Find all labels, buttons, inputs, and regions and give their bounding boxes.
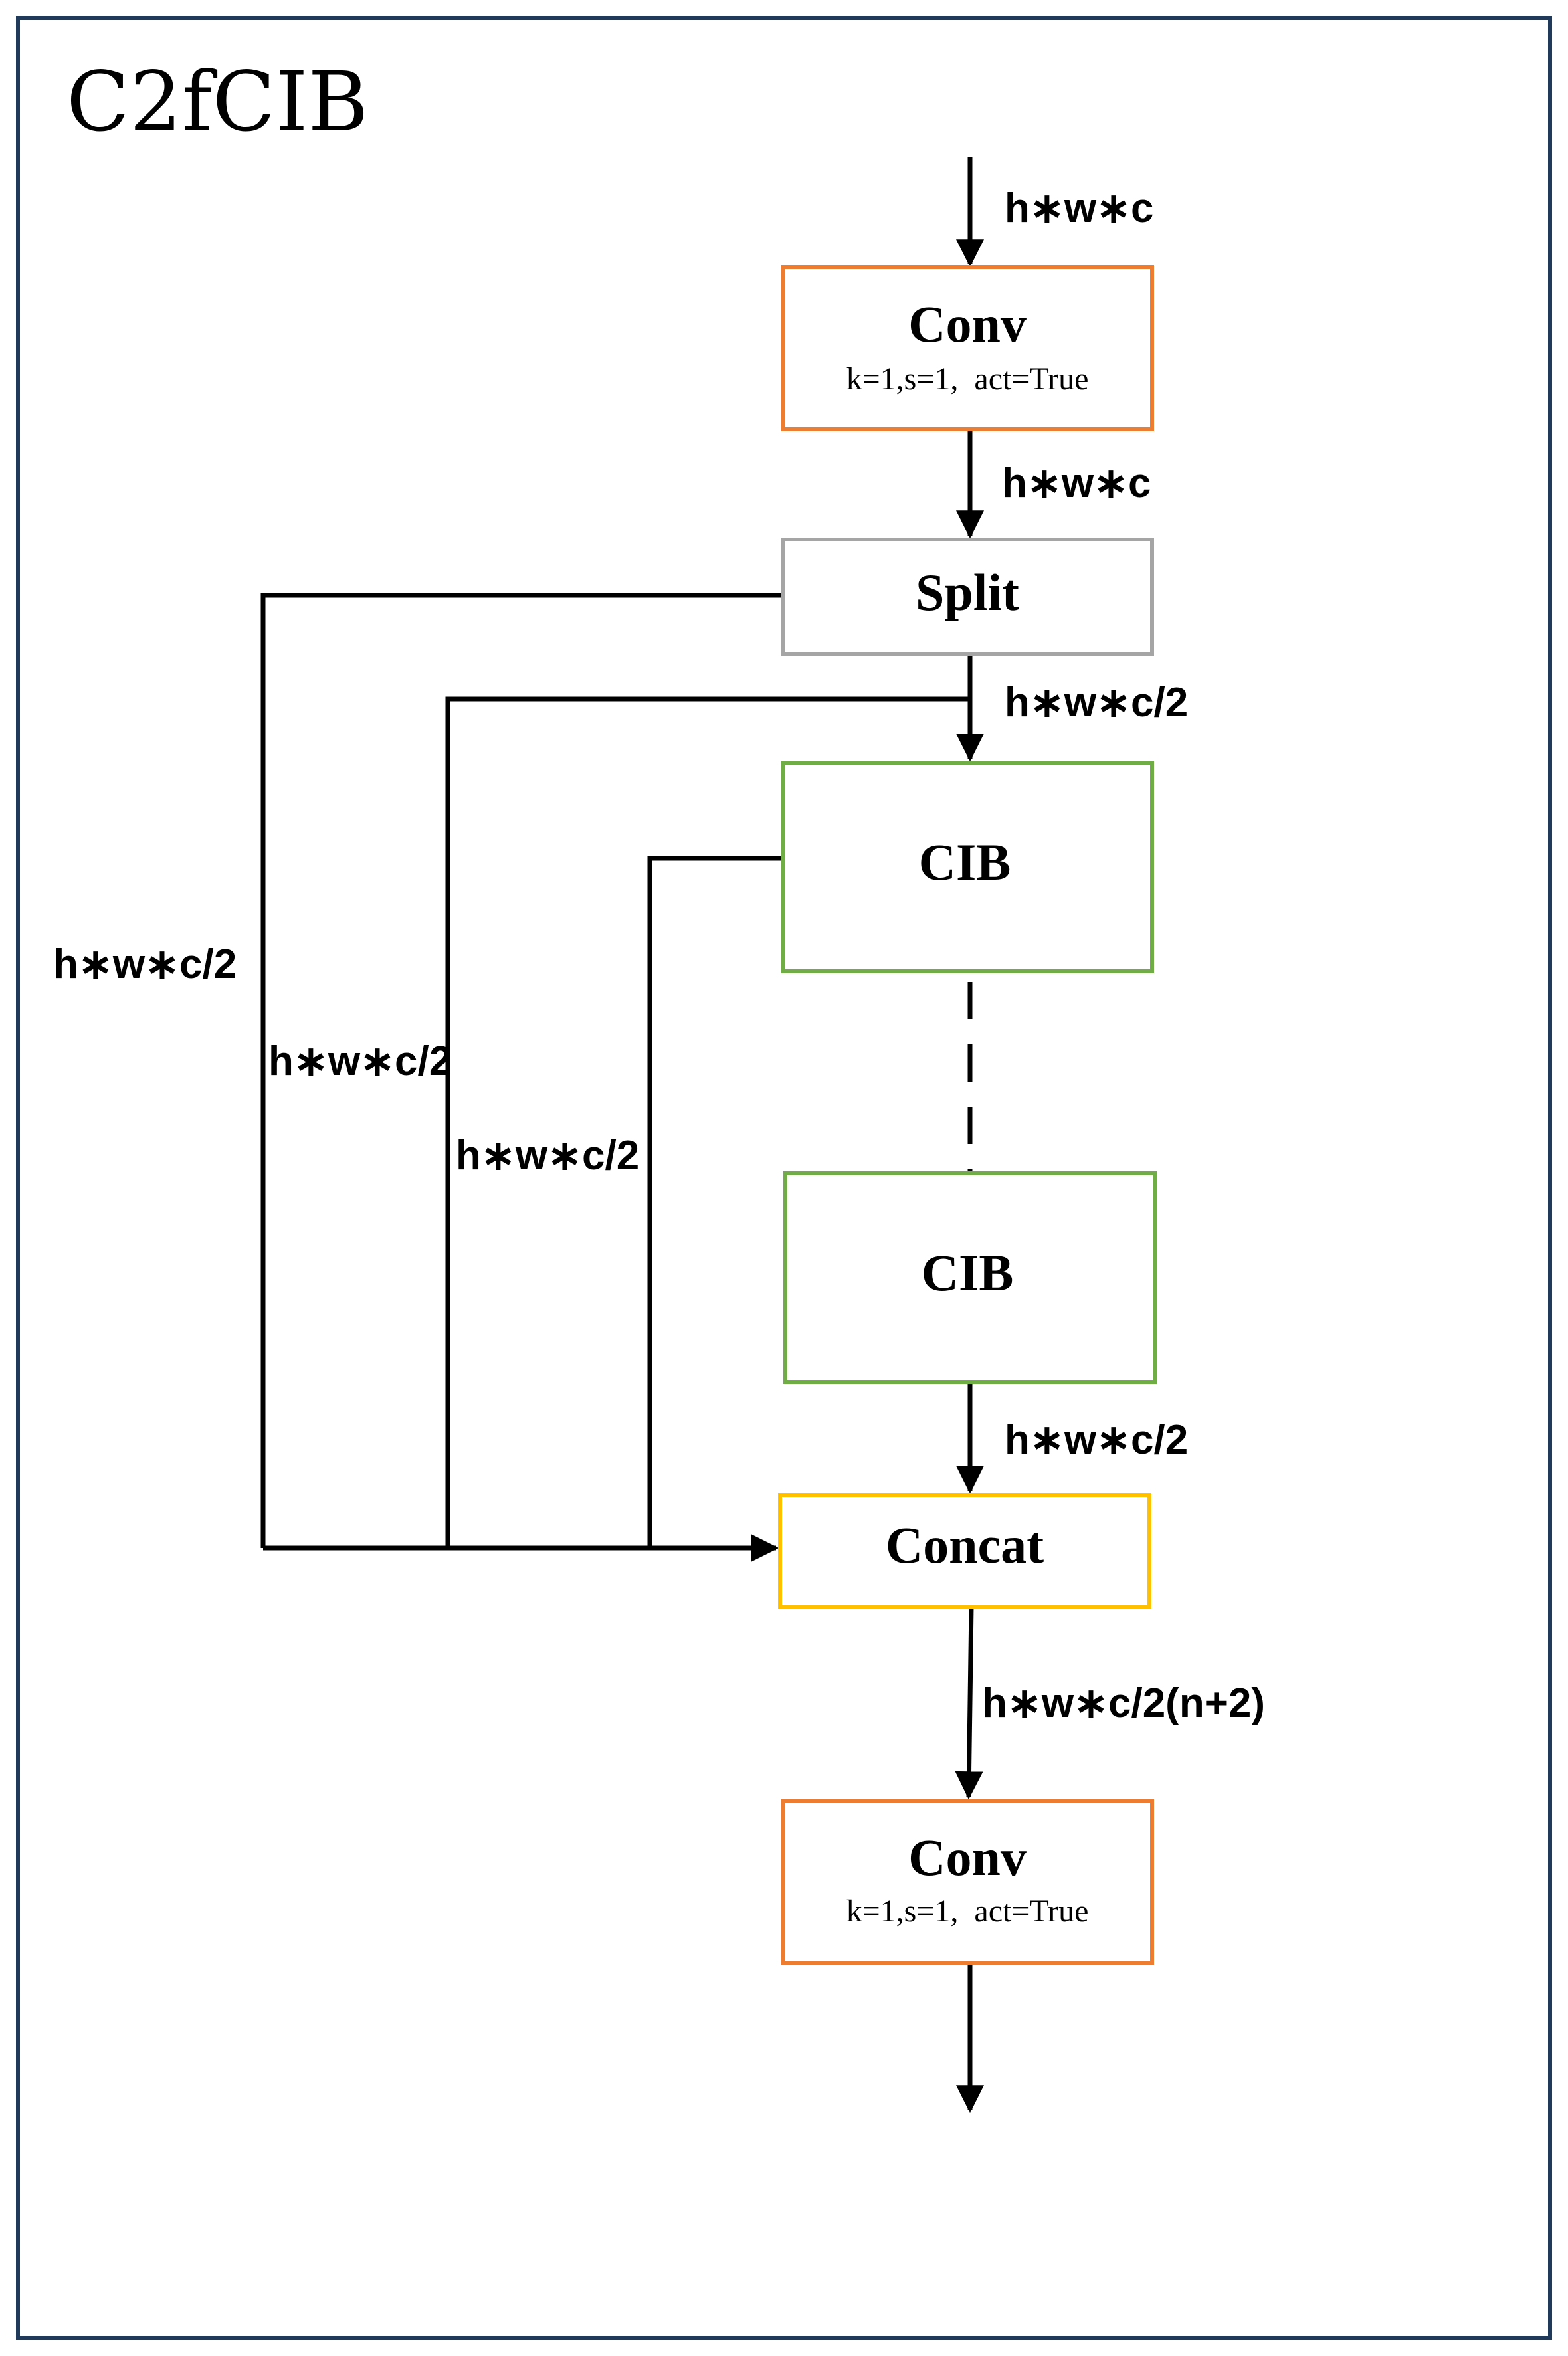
edge-label-concat-to-conv: h∗w∗c/2(n+2): [982, 1680, 1265, 1726]
cib-block-1-box: [781, 761, 1154, 973]
edge-label-cib-to-concat: h∗w∗c/2: [1005, 1417, 1188, 1463]
conv-bottom-params: k=1,s=1, act=True: [846, 1894, 1089, 1929]
edge-label-bypass-middle: h∗w∗c/2: [268, 1038, 452, 1084]
conv-bottom-label: Conv: [908, 1828, 1027, 1886]
cib-1-label: CIB: [919, 833, 1011, 891]
conv-top-params: k=1,s=1, act=True: [846, 361, 1089, 397]
conv-block-bottom[interactable]: Conv k=1,s=1, act=True: [781, 1799, 1154, 1965]
concat-label: Concat: [886, 1516, 1044, 1574]
cib-block-1[interactable]: CIB: [781, 761, 1154, 973]
concat-block[interactable]: Concat: [778, 1493, 1151, 1609]
concat-block-box: [778, 1493, 1151, 1609]
conv-top-label: Conv: [908, 295, 1027, 353]
conv-block-top-box: [781, 265, 1154, 431]
edge-label-conv-to-split: h∗w∗c: [1002, 460, 1151, 506]
split-block[interactable]: Split: [781, 538, 1154, 656]
cib-2-label: CIB: [922, 1244, 1014, 1302]
edge-label-bypass-outer: h∗w∗c/2: [53, 941, 237, 987]
bypass-outer-line: [260, 593, 783, 1548]
connectors: [260, 157, 984, 2113]
concat-to-conv-arrow: [955, 1606, 983, 1800]
conv-block-top[interactable]: Conv k=1,s=1, act=True: [781, 265, 1154, 431]
diagram-title: C2fCIB: [66, 54, 369, 150]
edge-label-input: h∗w∗c: [1005, 185, 1153, 231]
edge-label-bypass-inner: h∗w∗c/2: [456, 1133, 639, 1179]
edge-labels: h∗w∗c h∗w∗c h∗w∗c/2 h∗w∗c/2 h∗w∗c/2(n+2)…: [53, 185, 1265, 1726]
bypass-middle-line: [445, 696, 970, 1548]
edge-label-split-to-cib: h∗w∗c/2: [1005, 680, 1188, 726]
diagram-frame: [16, 16, 1552, 2340]
conv-block-bottom-box: [781, 1799, 1154, 1965]
cib-block-2-box: [783, 1171, 1157, 1384]
cib-block-2[interactable]: CIB: [783, 1171, 1157, 1384]
split-label: Split: [916, 563, 1019, 621]
bypass-inner-line: [647, 856, 783, 1548]
split-block-box: [781, 538, 1154, 656]
